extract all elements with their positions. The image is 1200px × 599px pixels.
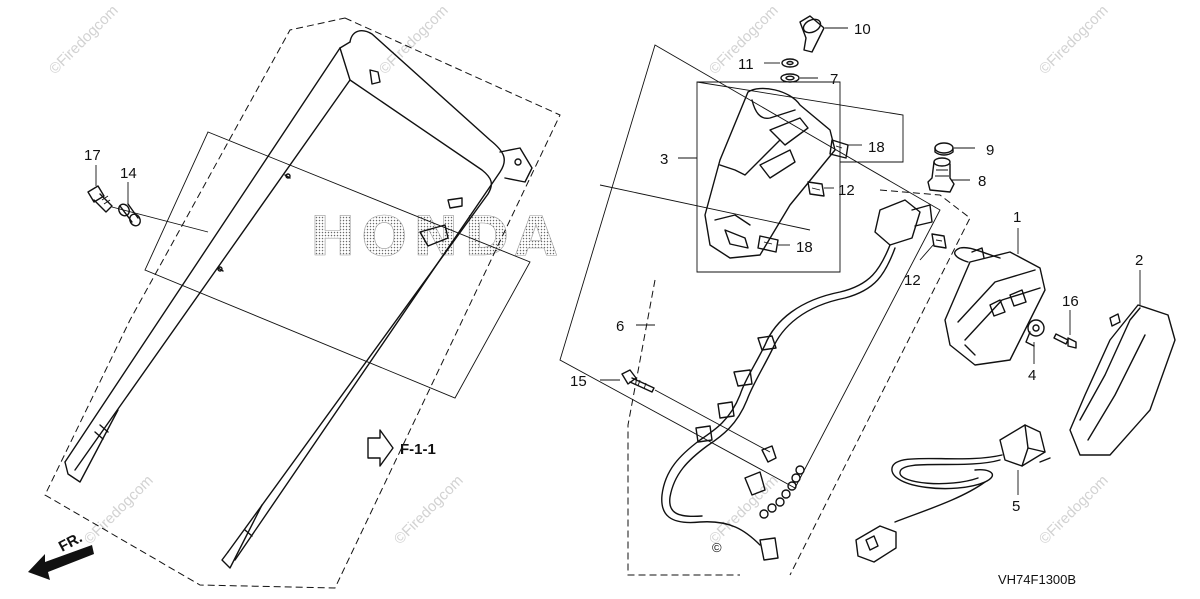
callout-11: 11 xyxy=(738,56,754,73)
handle-pipe-left xyxy=(74,79,351,471)
callout-15: 15 xyxy=(570,373,587,390)
wire-harness-part-6 xyxy=(661,244,891,546)
collar-14 xyxy=(118,203,141,227)
reference-arrow: F-1-1 xyxy=(367,429,436,467)
handle-assembly xyxy=(44,17,561,589)
bolt-17 xyxy=(87,185,113,213)
harness-connector xyxy=(874,199,921,246)
callout-17: 17 xyxy=(84,147,101,164)
clip-part-12-upper xyxy=(807,181,825,197)
callout-16: 16 xyxy=(1062,293,1079,310)
handle-group-outline xyxy=(44,17,561,589)
reference-label: F-1-1 xyxy=(400,441,436,458)
callout-8: 8 xyxy=(978,173,986,190)
watermark: ©Firedogcom xyxy=(391,472,467,548)
washer-part-4 xyxy=(1025,319,1045,347)
cover-part-2 xyxy=(1069,304,1176,456)
clip-part-18-bottom xyxy=(757,235,779,253)
callout-1: 1 xyxy=(1013,209,1021,226)
switch-housing-part-3 xyxy=(704,87,836,259)
leader-lines xyxy=(95,27,1141,495)
watermarks: ©Firedogcom ©Firedogcom ©Firedogcom ©Fir… xyxy=(46,2,1112,548)
callout-7: 7 xyxy=(830,71,838,88)
reference-arrow-icon xyxy=(367,429,394,467)
handle-pipe-right-inner xyxy=(227,47,493,553)
callout-3: 3 xyxy=(660,151,668,168)
callout-18-bottom: 18 xyxy=(796,239,813,256)
front-arrow-icon xyxy=(28,545,94,580)
callout-5: 5 xyxy=(1012,498,1020,515)
handle-pipe-left-inner xyxy=(64,47,341,463)
callout-6: 6 xyxy=(616,318,624,335)
switch-unit-part-1 xyxy=(944,246,1046,366)
watermark: ©Firedogcom xyxy=(1036,2,1112,78)
clip-part-12-lower xyxy=(931,233,947,249)
clip-part-18-top xyxy=(829,139,849,159)
watermark: ©Firedogcom xyxy=(46,2,122,78)
callout-18-top: 18 xyxy=(868,139,885,156)
control-assembly: © xyxy=(559,15,1176,576)
callout-14: 14 xyxy=(120,165,137,182)
switch-part-8 xyxy=(927,157,955,193)
callout-4: 4 xyxy=(1028,367,1036,384)
nut-part-11 xyxy=(781,58,799,68)
callout-12-lower: 12 xyxy=(904,272,921,289)
callouts: 10 11 7 9 8 18 18 12 12 3 1 2 4 16 5 15 … xyxy=(84,21,1143,515)
watermark: ©Firedogcom xyxy=(706,472,782,548)
watermark: ©Firedogcom xyxy=(1036,472,1112,548)
screw-part-15 xyxy=(621,369,655,393)
pipe-subgroup-outline xyxy=(144,131,531,399)
callout-10: 10 xyxy=(854,21,871,38)
washer-part-7 xyxy=(780,73,800,83)
harness-coil xyxy=(759,465,805,519)
screw-part-16 xyxy=(1053,333,1077,349)
honda-logo: HONDA xyxy=(310,205,563,268)
handle-pipe-right xyxy=(234,30,506,561)
key-part-10 xyxy=(799,15,825,53)
callout-12-upper: 12 xyxy=(838,182,855,199)
handle-clamp xyxy=(499,147,533,183)
watermark: ©Firedogcom xyxy=(376,2,452,78)
diagram-code: VH74F1300B xyxy=(998,572,1076,587)
charger-part-5 xyxy=(855,424,1051,563)
callout-9: 9 xyxy=(986,142,994,159)
callout-2: 2 xyxy=(1135,252,1143,269)
watermark: ©Firedogcom xyxy=(81,472,157,548)
part-9 xyxy=(934,142,954,156)
svg-text:©: © xyxy=(712,540,722,555)
